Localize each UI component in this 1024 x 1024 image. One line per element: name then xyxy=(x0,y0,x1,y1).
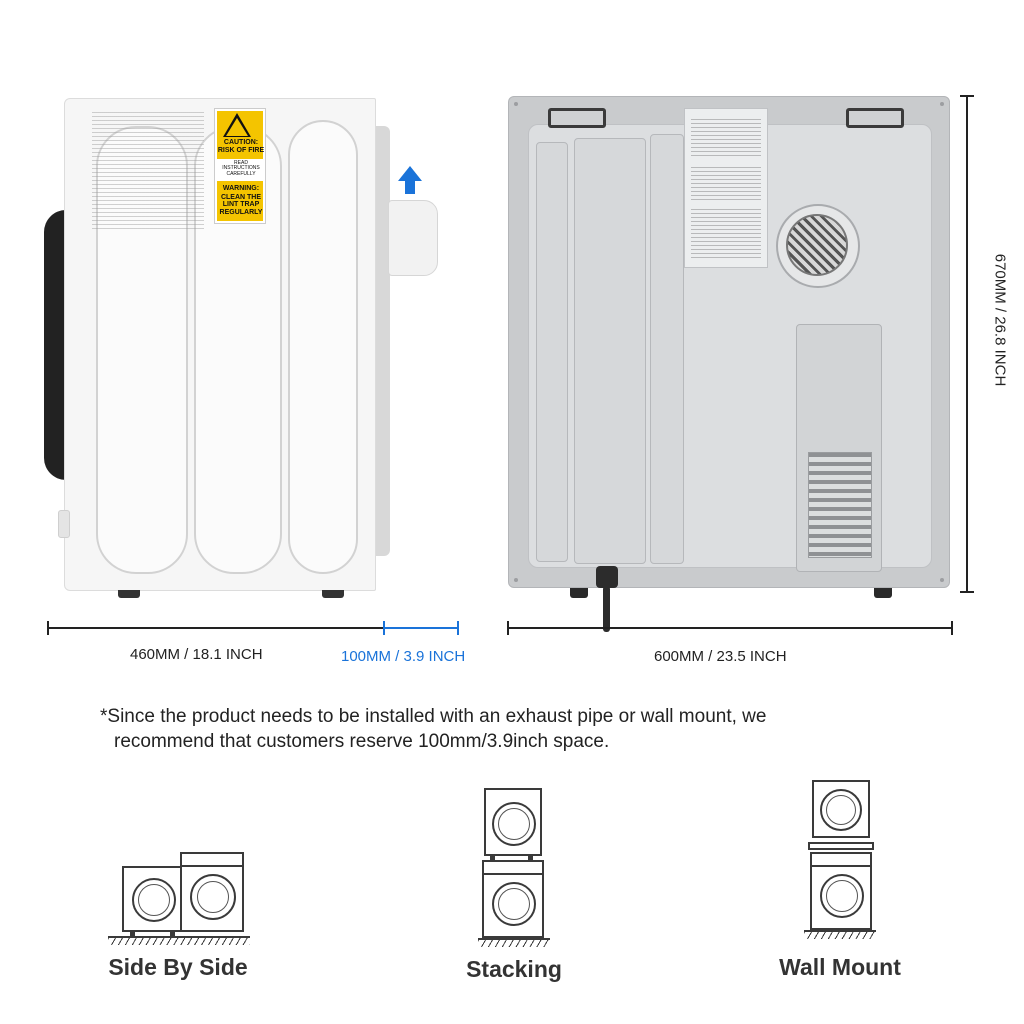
back-panel-strip xyxy=(574,138,646,564)
side-panel-rib xyxy=(288,120,358,574)
depth-dimension-line xyxy=(48,627,384,629)
dryer-icon xyxy=(122,866,184,932)
screw xyxy=(940,578,944,582)
dryer-icon xyxy=(484,788,542,856)
back-panel-strip xyxy=(536,142,568,562)
warning-text: CLEAN THE LINT TRAP REGULARLY xyxy=(219,194,263,216)
dimension-tick xyxy=(457,621,459,635)
screw xyxy=(514,102,518,106)
side-knob xyxy=(58,510,70,538)
stacking-label: Stacking xyxy=(466,956,562,982)
dimension-tick xyxy=(960,591,974,593)
clearance-label: 100MM / 3.9 INCH xyxy=(341,648,466,665)
exhaust-grill-icon xyxy=(786,214,848,276)
arrow-up-icon xyxy=(398,166,422,181)
caution-instructions: READ INSTRUCTIONS CAREFULLY xyxy=(222,160,260,177)
power-cord xyxy=(603,586,610,632)
height-label: 670MM / 26.8 INCH xyxy=(991,253,1009,387)
clearance-dimension-line xyxy=(384,627,458,629)
screw xyxy=(514,578,518,582)
dimension-tick xyxy=(507,621,509,635)
installation-note-line-2: recommend that customers reserve 100mm/3… xyxy=(114,731,610,752)
exhaust-nozzle xyxy=(388,200,438,276)
warning-title: WARNING: xyxy=(222,185,260,192)
side-panel-rib xyxy=(96,126,188,574)
power-cord-plug xyxy=(596,566,618,588)
washer-icon xyxy=(810,852,872,930)
stacking-icon xyxy=(478,788,550,952)
back-handle xyxy=(846,108,904,128)
wall-bracket-icon xyxy=(808,842,874,850)
dryer-foot xyxy=(874,588,892,598)
side-by-side-label: Side By Side xyxy=(108,954,248,980)
side-by-side-icon xyxy=(108,852,250,952)
screw xyxy=(940,102,944,106)
width-dimension-line xyxy=(508,627,952,629)
rating-plate xyxy=(684,108,768,268)
wall-mount-icon xyxy=(804,780,876,952)
arrow-up-shaft xyxy=(405,180,415,194)
height-dimension-line xyxy=(966,96,968,592)
dimension-tick xyxy=(951,621,953,635)
back-vent-louvers xyxy=(808,452,872,558)
back-panel-strip xyxy=(650,134,684,564)
caution-subtitle: RISK OF FIRE xyxy=(217,147,265,154)
dryer-foot xyxy=(322,590,344,598)
wall-mount-label: Wall Mount xyxy=(779,954,901,980)
instruction-fine-print xyxy=(92,112,204,230)
washer-icon xyxy=(180,852,244,932)
back-handle xyxy=(548,108,606,128)
warning-label: CAUTION: RISK OF FIRE READ INSTRUCTIONS … xyxy=(214,108,266,224)
dimension-tick xyxy=(47,621,49,635)
dryer-foot xyxy=(570,588,588,598)
caution-title: CAUTION: xyxy=(223,139,259,146)
dryer-foot xyxy=(118,590,140,598)
depth-label: 460MM / 18.1 INCH xyxy=(130,646,263,663)
installation-note-line-1: *Since the product needs to be installed… xyxy=(100,706,767,727)
width-label: 600MM / 23.5 INCH xyxy=(654,648,787,665)
dryer-icon xyxy=(812,780,870,838)
washer-icon xyxy=(482,860,544,938)
dimension-tick xyxy=(960,95,974,97)
